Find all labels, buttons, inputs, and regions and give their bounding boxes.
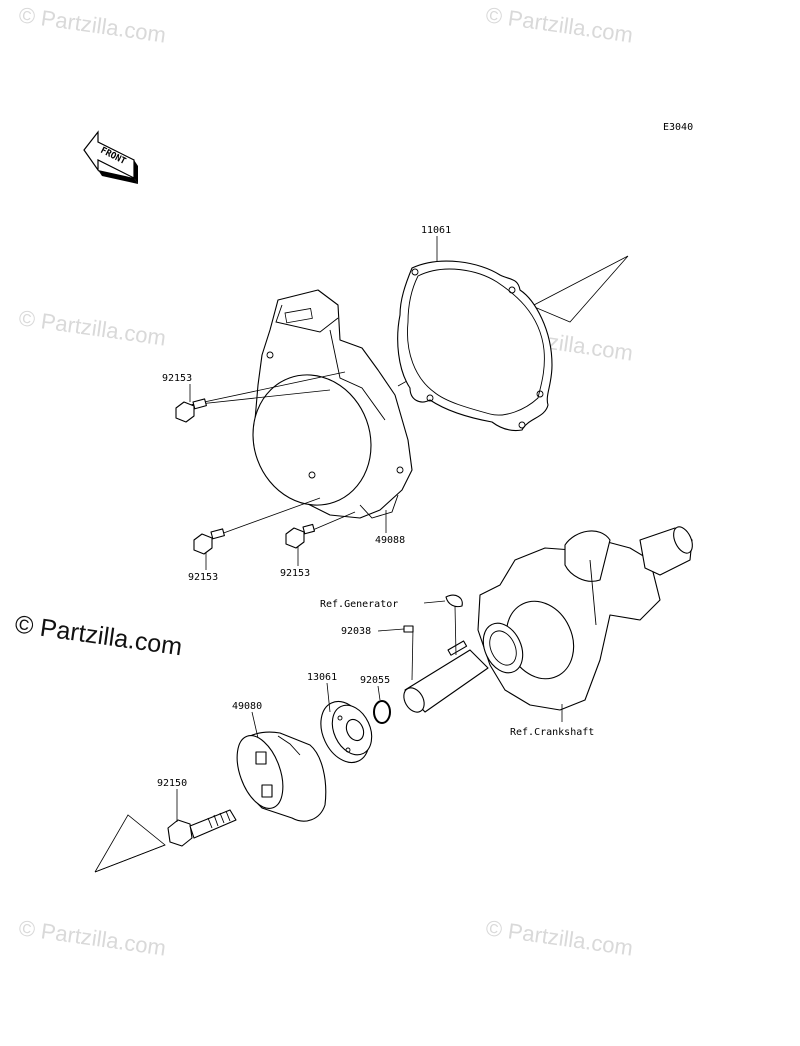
bolt-lower-left-icon: [193, 497, 321, 555]
bolt-upper-left-icon: [175, 371, 346, 423]
label-starter-pulley: 49080: [232, 701, 262, 712]
label-flange-bolt: 92150: [157, 778, 187, 789]
watermark-large: © Partzilla.com: [13, 610, 184, 661]
watermark-top-left: © Partzilla.com: [17, 2, 167, 47]
label-recoil-starter-cover: 49088: [375, 535, 405, 546]
recoil-starter-cover: [252, 289, 413, 519]
diagram-code: E3040: [663, 122, 693, 133]
watermark-mid-left: © Partzilla.com: [17, 305, 167, 350]
drive-hub: [320, 700, 373, 764]
bolt-lower-mid-icon: [285, 511, 356, 549]
leader-lines: [176, 236, 563, 822]
o-ring-icon: [373, 700, 391, 724]
watermark-bottom-right: © Partzilla.com: [484, 915, 634, 960]
watermark-bottom-left: © Partzilla.com: [17, 915, 167, 960]
cover-gasket: [397, 260, 553, 432]
part-labels: 11061 92153 92153 92153 49088 Ref.Genera…: [157, 225, 594, 789]
label-key: 92038: [341, 626, 371, 637]
label-bolt-lower-left: 92153: [188, 572, 218, 583]
starter-pulley: [236, 731, 327, 822]
crankshaft: [403, 526, 693, 713]
label-cover-gasket: 11061: [421, 225, 451, 236]
key-icon: [403, 625, 414, 681]
label-ref-crankshaft: Ref.Crankshaft: [510, 727, 594, 738]
label-drive-hub: 13061: [307, 672, 337, 683]
watermark-top-right: © Partzilla.com: [484, 2, 634, 47]
flange-bolt-icon: [167, 809, 237, 847]
label-bolt-upper-left: 92153: [162, 373, 192, 384]
label-o-ring: 92055: [360, 675, 390, 686]
front-arrow-icon: FRONT: [83, 130, 138, 184]
label-ref-generator: Ref.Generator: [320, 599, 398, 610]
ref-generator-key-icon: [445, 594, 463, 656]
label-bolt-lower-mid: 92153: [280, 568, 310, 579]
